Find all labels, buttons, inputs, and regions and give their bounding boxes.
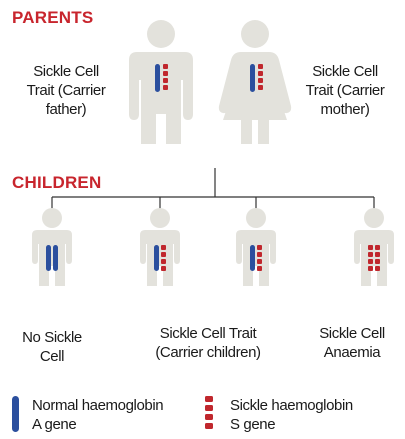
mother-label: Sickle Cell Trait (Carrier mother) [291,62,399,119]
no-sickle-label-line1: No Sickle [2,328,102,347]
sickle-gene-legend-line2: S gene [230,415,353,434]
trait-label: Sickle Cell Trait (Carrier children) [128,324,288,362]
trait-label-line2: (Carrier children) [128,343,288,362]
trait-label-line1: Sickle Cell Trait [128,324,288,343]
child-no-sickle-figure [32,208,72,286]
no-sickle-label-line2: Cell [2,347,102,366]
child-trait-figure-1 [140,208,180,286]
father-figure [129,20,193,144]
father-label-line1: Sickle Cell [12,62,120,81]
child-trait-figure-2 [236,208,276,286]
normal-gene-legend-line1: Normal haemoglobin [32,396,163,415]
father-normal-gene [155,64,160,92]
family-tree-lines [52,168,374,214]
normal-gene-legend-line2: A gene [32,415,163,434]
sickle-gene-legend-text: Sickle haemoglobin S gene [230,396,353,434]
father-label-line3: father) [12,100,120,119]
sickle-gene-legend-line1: Sickle haemoglobin [230,396,353,415]
mother-label-line3: mother) [291,100,399,119]
normal-gene-legend-text: Normal haemoglobin A gene [32,396,163,434]
father-label-line2: Trait (Carrier [12,81,120,100]
mother-normal-gene [250,64,255,92]
normal-gene-legend-icon [12,396,19,432]
anaemia-label-line1: Sickle Cell [302,324,402,343]
mother-label-line2: Trait (Carrier [291,81,399,100]
anaemia-label-line2: Anaemia [302,343,402,362]
father-label: Sickle Cell Trait (Carrier father) [12,62,120,119]
no-sickle-label: No Sickle Cell [2,328,102,366]
sickle-gene-legend-icon [205,396,213,429]
mother-label-line1: Sickle Cell [291,62,399,81]
child-anaemia-figure [354,208,394,286]
anaemia-label: Sickle Cell Anaemia [302,324,402,362]
